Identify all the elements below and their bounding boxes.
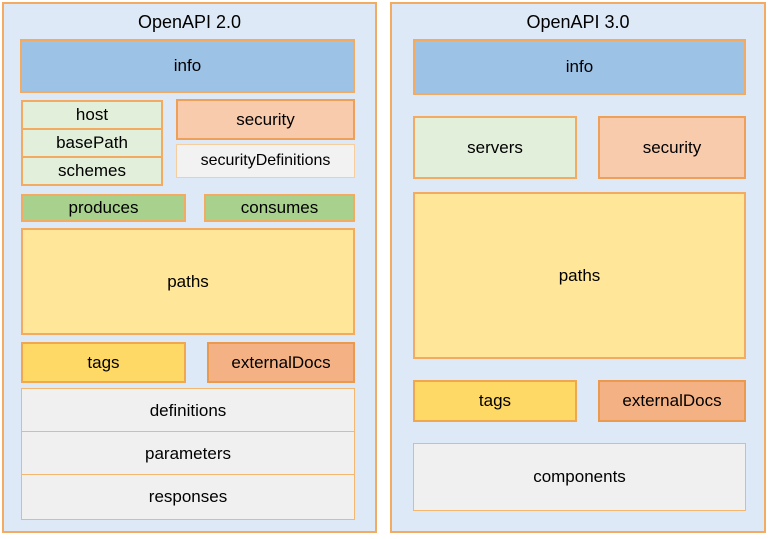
openapi2-paths-box: paths: [21, 228, 355, 335]
openapi3-panel: OpenAPI 3.0 info servers security paths …: [390, 2, 766, 533]
openapi2-tags-box: tags: [21, 342, 186, 383]
openapi3-title: OpenAPI 3.0: [526, 12, 630, 32]
openapi3-external-docs-box: externalDocs: [598, 380, 746, 422]
openapi2-schemes-box: schemes: [21, 156, 163, 186]
openapi2-security-box: security: [176, 99, 355, 140]
openapi3-components-box: components: [413, 443, 746, 511]
openapi2-parameters-box: parameters: [21, 431, 355, 476]
openapi2-title: OpenAPI 2.0: [137, 12, 242, 32]
openapi3-tags-box: tags: [413, 380, 577, 422]
openapi2-responses-box: responses: [21, 474, 355, 520]
openapi3-servers-box: servers: [413, 116, 577, 179]
openapi2-panel: OpenAPI 2.0 info host basePath schemes s…: [2, 2, 377, 533]
openapi2-security-definitions-box: securityDefinitions: [176, 144, 355, 178]
openapi3-security-box: security: [598, 116, 746, 179]
openapi2-external-docs-box: externalDocs: [207, 342, 355, 383]
openapi2-consumes-box: consumes: [204, 194, 355, 222]
openapi2-definitions-box: definitions: [21, 388, 355, 433]
openapi2-host-box: host: [21, 100, 163, 130]
openapi3-info-box: info: [413, 39, 746, 95]
openapi2-produces-box: produces: [21, 194, 186, 222]
openapi2-info-box: info: [20, 39, 355, 93]
openapi2-basepath-box: basePath: [21, 128, 163, 158]
openapi3-paths-box: paths: [413, 192, 746, 359]
